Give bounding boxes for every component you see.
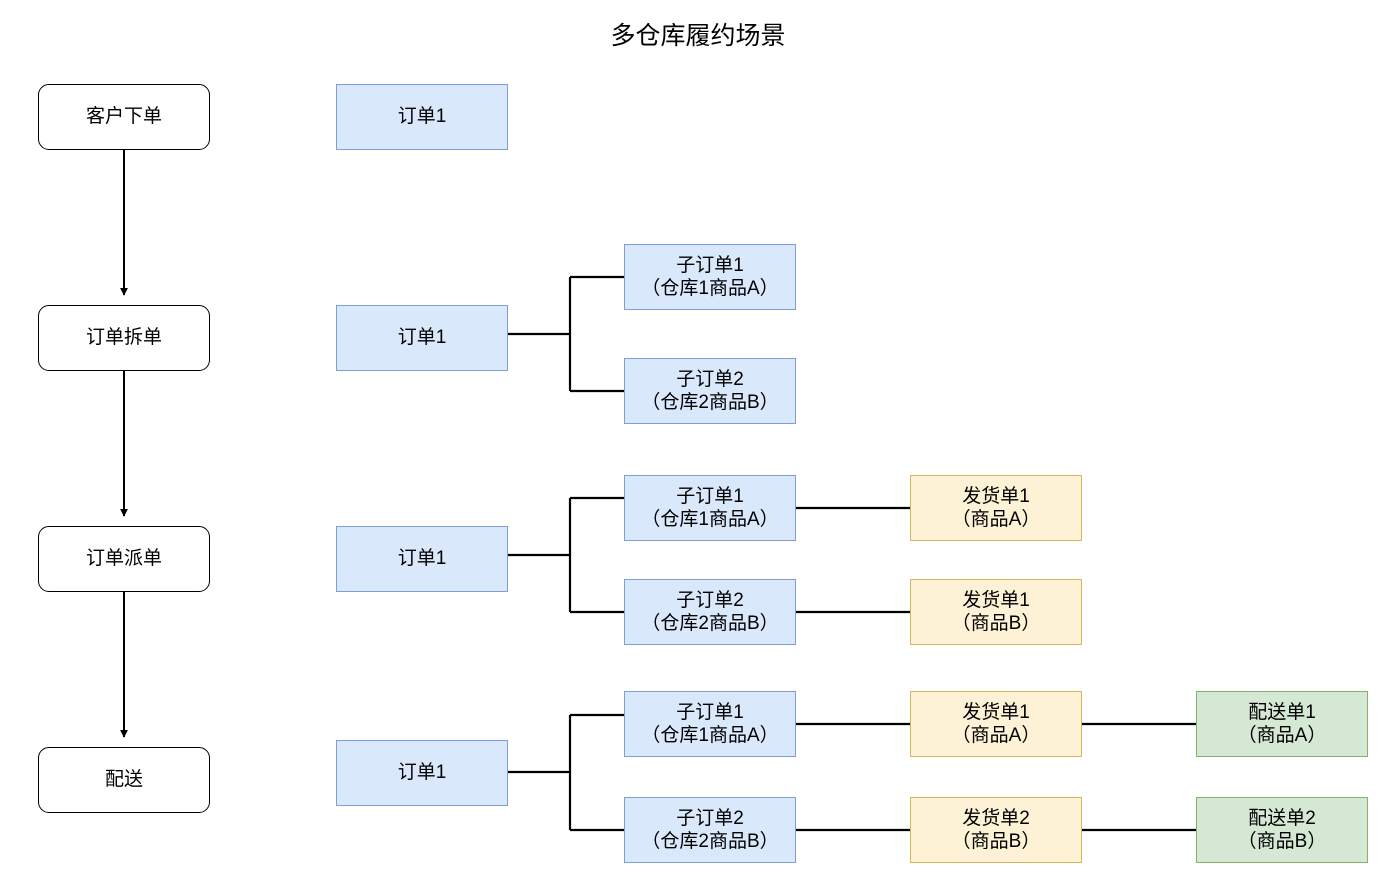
- shipment-node-line2: （商品B）: [951, 831, 1041, 852]
- delivery-node-line1: 配送单1: [1248, 701, 1316, 723]
- shipment-node-line1: 发货单2: [962, 807, 1030, 829]
- flow-stage-order-dispatch[interactable]: 订单派单: [38, 526, 210, 592]
- suborder-node-line2: （仓库1商品A）: [641, 725, 779, 746]
- suborder-node-row3-1[interactable]: 子订单1 （仓库1商品A）: [624, 475, 796, 541]
- shipment-node-row3-1[interactable]: 发货单1 （商品A）: [910, 475, 1082, 541]
- order-node-row4[interactable]: 订单1: [336, 740, 508, 806]
- flow-stage-label: 订单拆单: [85, 327, 162, 349]
- suborder-node-line1: 子订单1: [676, 485, 744, 507]
- suborder-node-line1: 子订单2: [676, 807, 744, 829]
- delivery-node-row4-1[interactable]: 配送单1 （商品A）: [1196, 691, 1368, 757]
- flow-stage-label: 客户下单: [85, 106, 162, 128]
- shipment-node-row4-1[interactable]: 发货单1 （商品A）: [910, 691, 1082, 757]
- suborder-node-line1: 子订单1: [676, 701, 744, 723]
- row4-bracket: [508, 713, 624, 832]
- suborder-node-line1: 子订单2: [676, 368, 744, 390]
- row4-delivery-links: [1082, 722, 1196, 832]
- flow-stage-label: 配送: [104, 769, 143, 791]
- shipment-node-row3-2[interactable]: 发货单1 （商品B）: [910, 579, 1082, 645]
- shipment-node-row4-2[interactable]: 发货单2 （商品B）: [910, 797, 1082, 863]
- suborder-node-line2: （仓库2商品B）: [641, 831, 779, 852]
- order-node-line1: 订单1: [397, 106, 447, 128]
- suborder-node-line1: 子订单2: [676, 589, 744, 611]
- row3-shipment-links: [796, 506, 910, 614]
- suborder-node-row2-1[interactable]: 子订单1 （仓库1商品A）: [624, 244, 796, 310]
- flow-stage-customer-order[interactable]: 客户下单: [38, 84, 210, 150]
- shipment-node-line1: 发货单1: [962, 589, 1030, 611]
- suborder-node-line2: （仓库2商品B）: [641, 613, 779, 634]
- order-node-line1: 订单1: [397, 548, 447, 570]
- order-node-row3[interactable]: 订单1: [336, 526, 508, 592]
- shipment-node-line2: （商品A）: [951, 725, 1041, 746]
- delivery-node-line1: 配送单2: [1248, 807, 1316, 829]
- suborder-node-row3-2[interactable]: 子订单2 （仓库2商品B）: [624, 579, 796, 645]
- delivery-node-row4-2[interactable]: 配送单2 （商品B）: [1196, 797, 1368, 863]
- order-node-row2[interactable]: 订单1: [336, 305, 508, 371]
- order-node-line1: 订单1: [397, 327, 447, 349]
- suborder-node-row4-1[interactable]: 子订单1 （仓库1商品A）: [624, 691, 796, 757]
- suborder-node-line2: （仓库1商品A）: [641, 278, 779, 299]
- shipment-node-line1: 发货单1: [962, 701, 1030, 723]
- page-title: 多仓库履约场景: [610, 22, 786, 50]
- flow-stage-order-split[interactable]: 订单拆单: [38, 305, 210, 371]
- suborder-node-row2-2[interactable]: 子订单2 （仓库2商品B）: [624, 358, 796, 424]
- row2-bracket: [508, 275, 624, 393]
- suborder-node-line2: （仓库2商品B）: [641, 392, 779, 413]
- order-node-line1: 订单1: [397, 762, 447, 784]
- order-node-row1[interactable]: 订单1: [336, 84, 508, 150]
- suborder-node-line2: （仓库1商品A）: [641, 509, 779, 530]
- delivery-node-line2: （商品B）: [1237, 831, 1327, 852]
- row4-shipment-links: [796, 722, 910, 832]
- shipment-node-line2: （商品B）: [951, 613, 1041, 634]
- suborder-node-line1: 子订单1: [676, 254, 744, 276]
- row3-bracket: [508, 496, 624, 614]
- flow-stage-delivery[interactable]: 配送: [38, 747, 210, 813]
- flow-stage-label: 订单派单: [85, 548, 162, 570]
- delivery-node-line2: （商品A）: [1237, 725, 1327, 746]
- shipment-node-line1: 发货单1: [962, 485, 1030, 507]
- shipment-node-line2: （商品A）: [951, 509, 1041, 530]
- suborder-node-row4-2[interactable]: 子订单2 （仓库2商品B）: [624, 797, 796, 863]
